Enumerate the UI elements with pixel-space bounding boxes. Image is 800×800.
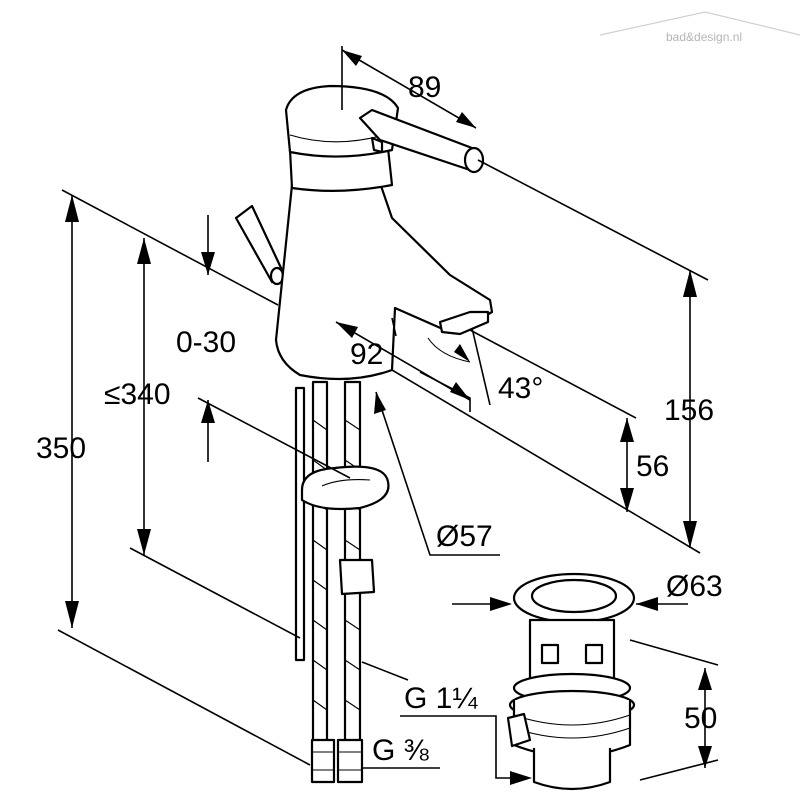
label-spout-reach: 89	[408, 71, 441, 104]
supply-hoses	[294, 380, 390, 784]
label-waste-flange-diameter: Ø63	[666, 570, 723, 603]
label-total-height: 350	[36, 432, 86, 465]
dimension-labels: 89 350 ≤340 0-30 92 43° 156 56 Ø57 Ø63 G…	[36, 71, 723, 767]
label-base-diameter: Ø57	[436, 520, 493, 553]
label-adjust-range: 0-30	[176, 326, 236, 359]
label-swivel-angle: 43°	[498, 372, 543, 405]
label-supply-connection: G ⅜	[372, 734, 430, 767]
label-spout-clearance: 56	[636, 450, 669, 483]
label-height-above-deck: 156	[664, 394, 714, 427]
label-spout-projection: 92	[350, 338, 383, 371]
pop-up-waste	[506, 572, 636, 791]
watermark-text: bad&design.nl	[666, 30, 742, 44]
faucet-body	[234, 84, 494, 381]
brand-watermark: bad&design.nl	[599, 11, 800, 44]
label-waste-body-height: 50	[684, 702, 717, 735]
dimension-lines	[57, 46, 719, 785]
label-max-deck-thickness: ≤340	[104, 378, 171, 411]
label-waste-thread: G 1¼	[404, 682, 478, 715]
